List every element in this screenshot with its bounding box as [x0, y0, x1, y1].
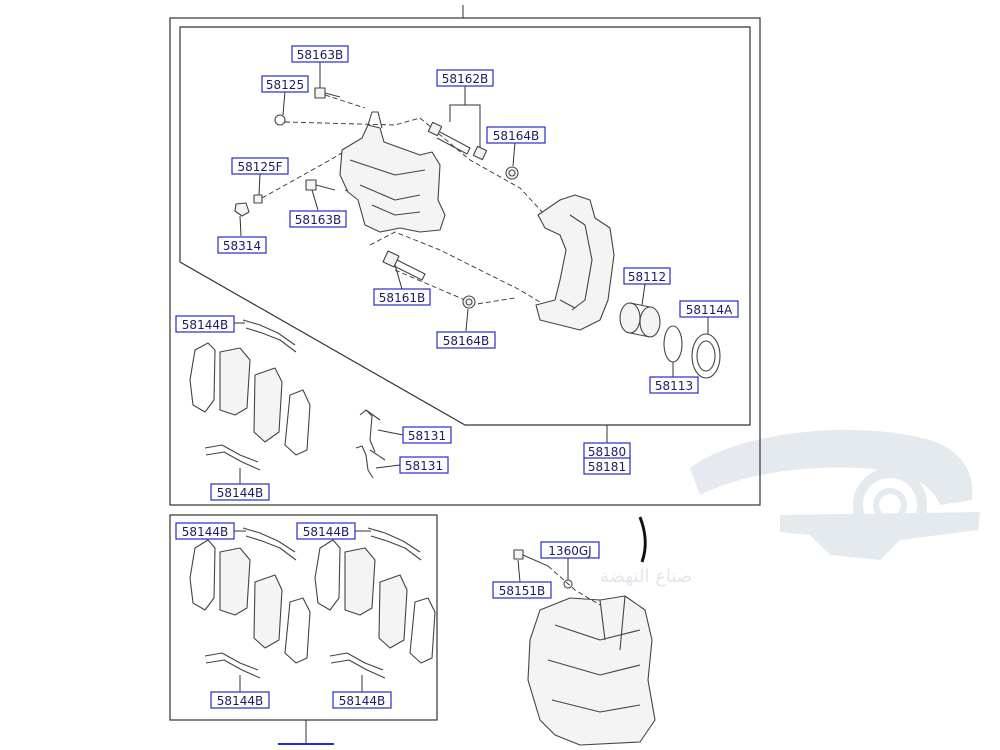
- svg-text:58144B: 58144B: [339, 694, 385, 708]
- svg-text:58125: 58125: [266, 78, 304, 92]
- caliper-body: [339, 111, 446, 233]
- callout-58162B[interactable]: 58162B: [436, 69, 494, 87]
- brake-pad-set-lower-left: [189, 527, 311, 679]
- callout-58144B-e[interactable]: 58144B: [210, 691, 270, 709]
- svg-text:58314: 58314: [223, 239, 261, 253]
- svg-text:58144B: 58144B: [217, 694, 263, 708]
- callout-58144B-a[interactable]: 58144B: [175, 315, 235, 333]
- svg-text:58112: 58112: [628, 270, 666, 284]
- callout-58113[interactable]: 58113: [649, 376, 699, 394]
- watermark-text: صناع النهضة: [600, 566, 692, 587]
- callout-58314[interactable]: 58314: [217, 236, 267, 254]
- pad-springs-58131: [355, 409, 386, 479]
- callout-58164B-top[interactable]: 58164B: [486, 126, 546, 144]
- callout-58163B-mid[interactable]: 58163B: [289, 210, 347, 228]
- piston: [619, 302, 661, 338]
- callout-58161B[interactable]: 58161B: [373, 288, 431, 306]
- brake-pad-set-upper: [189, 319, 311, 471]
- assembled-caliper: [527, 516, 656, 746]
- svg-text:58161B: 58161B: [379, 291, 425, 305]
- bolt-58163B-top: [314, 87, 341, 99]
- guide-pin-58161B: [382, 250, 426, 281]
- svg-text:58125F: 58125F: [237, 160, 282, 174]
- guide-pin-58162B: [427, 121, 488, 161]
- svg-text:58113: 58113: [655, 379, 693, 393]
- svg-text:58131: 58131: [408, 429, 446, 443]
- callout-58125[interactable]: 58125: [261, 75, 309, 93]
- callout-58125F[interactable]: 58125F: [231, 157, 289, 175]
- callout-58144B-f[interactable]: 58144B: [332, 691, 392, 709]
- callout-58131-b[interactable]: 58131: [399, 456, 449, 474]
- svg-text:58162B: 58162B: [442, 72, 488, 86]
- svg-text:58144B: 58144B: [182, 318, 228, 332]
- brake-pad-set-lower-right: [314, 527, 436, 679]
- svg-text:58164B: 58164B: [493, 129, 539, 143]
- svg-text:58114A: 58114A: [686, 303, 733, 317]
- svg-text:58151B: 58151B: [499, 584, 545, 598]
- callout-58163B-top[interactable]: 58163B: [291, 45, 349, 63]
- piston-seal: [663, 325, 683, 363]
- callout-58144B-b[interactable]: 58144B: [210, 483, 270, 501]
- svg-text:58164B: 58164B: [443, 334, 489, 348]
- svg-text:58163B: 58163B: [295, 213, 341, 227]
- svg-text:58144B: 58144B: [217, 486, 263, 500]
- callout-1360GJ[interactable]: 1360GJ: [540, 541, 600, 559]
- cap-58314: [234, 202, 250, 217]
- boot-58164B-top: [505, 166, 519, 180]
- upper-outer-frame: [169, 17, 761, 506]
- callout-58164B-low[interactable]: 58164B: [436, 331, 496, 349]
- callout-58112[interactable]: 58112: [623, 267, 671, 285]
- caliper-bracket: [535, 194, 615, 331]
- callout-58151B[interactable]: 58151B: [492, 581, 552, 599]
- svg-text:1360GJ: 1360GJ: [548, 544, 591, 558]
- bleeder-58125F: [253, 194, 263, 204]
- svg-text:58180: 58180: [588, 445, 626, 459]
- svg-text:58131: 58131: [405, 459, 443, 473]
- callout-58131-a[interactable]: 58131: [402, 426, 452, 444]
- bolt-58163B-mid: [305, 179, 336, 191]
- bolt-58151B: [513, 549, 549, 567]
- piston-boot: [691, 333, 721, 379]
- boot-58164B-low: [462, 295, 476, 309]
- callout-58114A[interactable]: 58114A: [679, 300, 739, 318]
- svg-text:58163B: 58163B: [297, 48, 343, 62]
- watermark-logo: صناع النهضة: [600, 429, 980, 587]
- callout-58144B-d[interactable]: 58144B: [296, 522, 356, 540]
- svg-text:58181: 58181: [588, 460, 626, 474]
- washer-58125: [274, 114, 286, 126]
- svg-text:58144B: 58144B: [182, 525, 228, 539]
- callout-58180[interactable]: 58180: [583, 442, 631, 460]
- svg-text:58144B: 58144B: [303, 525, 349, 539]
- callout-58181[interactable]: 58181: [583, 457, 631, 475]
- callout-58144B-c[interactable]: 58144B: [175, 522, 235, 540]
- pad-kit-frame: [169, 514, 438, 721]
